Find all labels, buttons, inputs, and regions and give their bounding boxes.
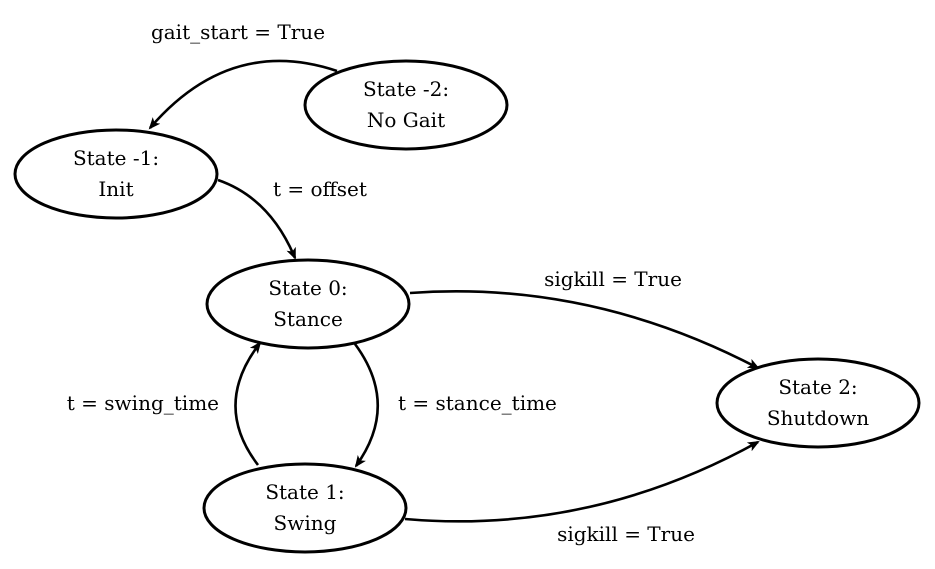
state-label-init-line1: State -1: bbox=[73, 146, 159, 170]
state-label-shutdown-line1: State 2: bbox=[778, 375, 857, 399]
edge-swing-to-stance bbox=[234, 341, 262, 466]
edge-no-gait-to-init bbox=[148, 59, 338, 130]
edge-label-swing-to-stance: t = swing_time bbox=[67, 391, 219, 415]
state-node-init: State -1: Init bbox=[13, 128, 219, 220]
edge-label-stance-to-swing: t = stance_time bbox=[398, 391, 557, 415]
state-label-no-gait-line1: State -2: bbox=[363, 77, 449, 101]
state-node-swing: State 1: Swing bbox=[202, 462, 408, 554]
state-node-shutdown: State 2: Shutdown bbox=[715, 357, 921, 449]
edge-label-no-gait-to-init: gait_start = True bbox=[151, 20, 325, 44]
state-label-no-gait-line2: No Gait bbox=[367, 108, 445, 132]
state-node-no-gait: State -2: No Gait bbox=[303, 59, 509, 151]
edge-label-stance-to-shutdown: sigkill = True bbox=[544, 267, 682, 291]
state-label-stance-line2: Stance bbox=[273, 307, 343, 331]
state-label-init-line2: Init bbox=[98, 177, 133, 201]
edge-stance-to-swing bbox=[353, 343, 380, 468]
edge-label-swing-to-shutdown: sigkill = True bbox=[557, 522, 695, 546]
edge-init-to-stance bbox=[217, 178, 297, 260]
state-label-swing-line1: State 1: bbox=[265, 480, 344, 504]
state-label-shutdown-line2: Shutdown bbox=[767, 406, 869, 430]
edge-stance-to-shutdown bbox=[409, 290, 760, 370]
state-label-stance-line1: State 0: bbox=[268, 276, 347, 300]
state-label-swing-line2: Swing bbox=[274, 511, 337, 535]
edge-swing-to-shutdown bbox=[404, 440, 760, 523]
state-node-stance: State 0: Stance bbox=[205, 258, 411, 350]
edge-label-init-to-stance: t = offset bbox=[273, 177, 367, 201]
